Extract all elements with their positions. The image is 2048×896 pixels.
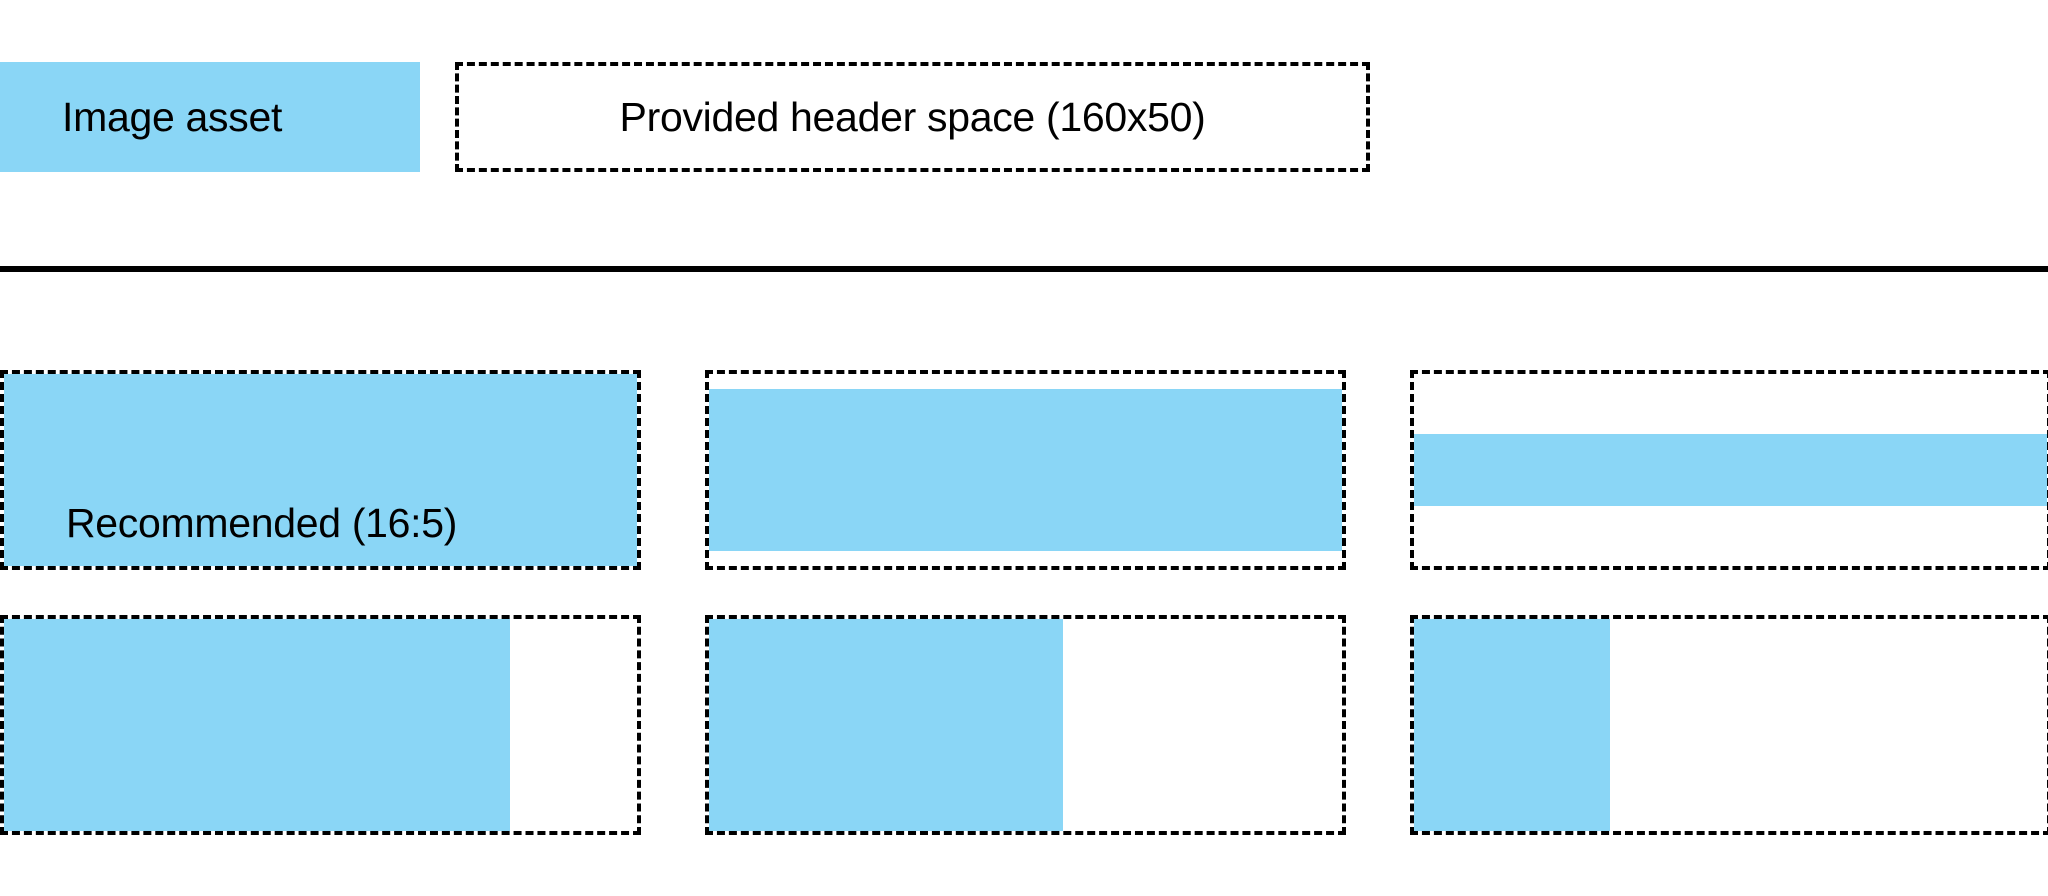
asset-fill — [4, 374, 637, 566]
cell-width-80 — [0, 615, 641, 835]
legend-header-space-box: Provided header space (160x50) — [455, 62, 1370, 172]
cell-wide-inset — [705, 370, 1346, 570]
asset-fill — [4, 619, 511, 831]
cell-width-56 — [705, 615, 1346, 835]
asset-fill — [1414, 619, 1611, 831]
asset-fill — [709, 389, 1342, 551]
legend-image-asset-label: Image asset — [62, 93, 283, 140]
cell-recommended: Recommended (16:5) — [0, 370, 641, 570]
legend-image-asset-swatch: Image asset — [0, 62, 420, 172]
cell-narrow-band — [1410, 370, 2048, 570]
legend-header-space-label: Provided header space (160x50) — [619, 93, 1206, 140]
asset-fill — [709, 619, 1064, 831]
aspect-ratio-row: Recommended (16:5) — [0, 370, 2048, 570]
asset-fill — [1414, 433, 2047, 507]
cell-width-31 — [1410, 615, 2048, 835]
section-divider — [0, 266, 2048, 272]
recommended-ratio-label: Recommended (16:5) — [66, 500, 458, 546]
width-fill-row — [0, 615, 2048, 835]
